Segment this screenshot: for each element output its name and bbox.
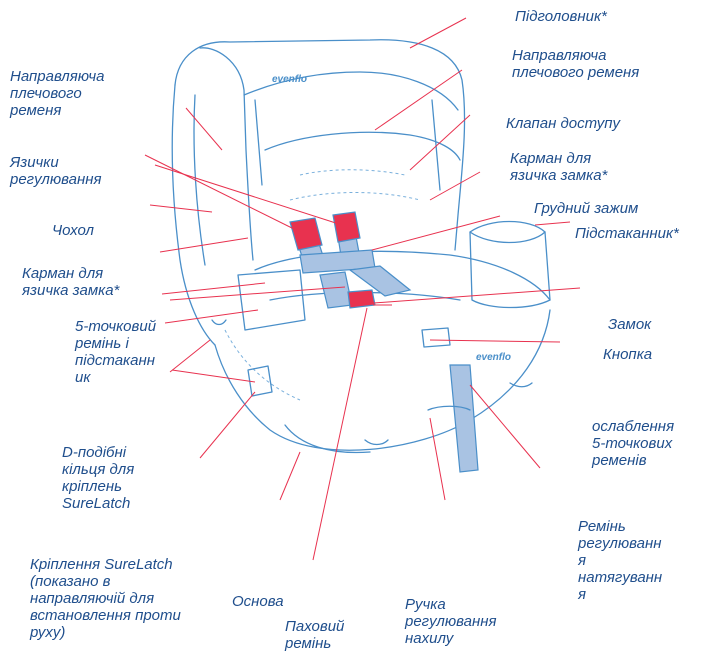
car-seat-illustration [172, 40, 550, 472]
label-crotch-strap: Паховий ремінь [285, 618, 344, 652]
label-base: Основа [232, 593, 284, 610]
leader-d-rings-b [200, 392, 255, 458]
leader-access-flap [410, 115, 470, 170]
label-buckle-pocket-left: Карман для язичка замка* [22, 265, 119, 299]
leader-buckle-pocket-right [430, 172, 480, 200]
leader-d-rings-c [170, 340, 210, 372]
label-button: Кнопка [603, 346, 652, 363]
label-five-point-and-cupholder: 5-точковий ремінь і підстаканн ик [75, 318, 156, 386]
leader-d-rings-a [172, 370, 255, 382]
label-buckle-pocket-right: Карман для язичка замка* [510, 150, 607, 184]
leader-adjust-tongues-a [145, 155, 300, 232]
label-shoulder-guide-right: Направляюча плечового ременя [512, 47, 639, 81]
headrest-brand-logo: evenflo [272, 74, 307, 85]
leader-lines [145, 18, 580, 560]
label-d-rings: D-подібні кільця для кріплень SureLatch [62, 444, 134, 512]
leader-headrest [410, 18, 466, 48]
shell-brand-logo: evenflo [476, 352, 511, 363]
leader-buckle-pocket-left-b [162, 283, 265, 294]
label-buckle: Замок [608, 316, 651, 333]
label-surelatch: Кріплення SureLatch (показано в направля… [30, 556, 181, 641]
leader-tension [430, 418, 445, 500]
label-shoulder-guide-left: Направляюча плечового ременя [10, 68, 104, 119]
label-recline-handle: Ручка регулювання нахилу [405, 596, 497, 647]
leader-cover-b [160, 238, 248, 252]
leader-surelatch [280, 452, 300, 500]
label-adjust-tongues: Язички регулювання [10, 154, 102, 188]
leader-cover [150, 205, 212, 212]
leader-cup-holder [535, 222, 570, 225]
label-tension-strap: Ремінь регулюванн я натягуванн я [578, 518, 662, 603]
label-cup-holder: Підстаканник* [575, 225, 679, 242]
label-cover: Чохол [52, 222, 94, 239]
leader-chest-clip [372, 216, 500, 250]
leader-shoulder-guide-left [186, 108, 222, 150]
label-access-flap: Клапан доступу [506, 115, 620, 132]
label-chest-clip: Грудний зажим [534, 200, 638, 217]
label-headrest: Підголовник* [515, 8, 607, 25]
leader-crotch [313, 308, 367, 560]
label-release: ослаблення 5-точкових ременів [592, 418, 674, 469]
leader-release [470, 385, 540, 468]
